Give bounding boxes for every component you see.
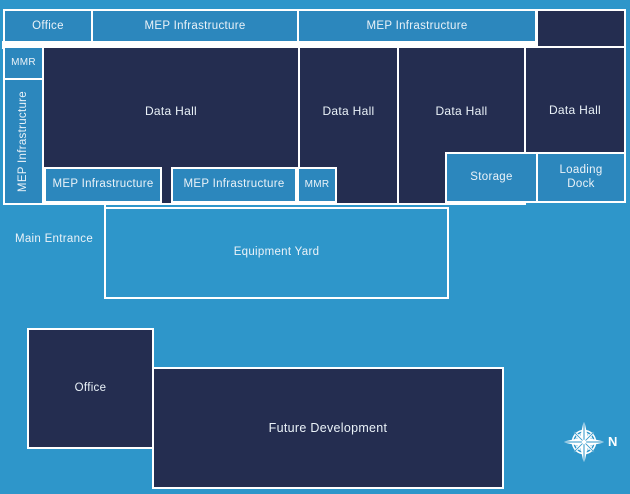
mep-infrastructure-top-left-label: MEP Infrastructure [144, 19, 246, 32]
equipment-yard-label: Equipment Yard [233, 246, 320, 259]
main-entrance-label: Main Entrance [14, 233, 94, 245]
office-top-label: Office [32, 19, 64, 32]
mmr-service-block: MMR [297, 167, 337, 203]
compass-north-label: N [608, 434, 618, 449]
future-development-label: Future Development [268, 420, 388, 435]
mep-infrastructure-service-b-label: MEP Infrastructure [183, 178, 285, 191]
mep-infrastructure-top-left-block: MEP Infrastructure [91, 9, 299, 44]
mep-infrastructure-top-right-label: MEP Infrastructure [366, 19, 468, 32]
loading-dock-label: Loading Dock [559, 164, 603, 190]
data-hall-4-label: Data Hall [548, 103, 602, 118]
future-development-block: Future Development [152, 367, 504, 489]
mmr-service-label: MMR [304, 179, 330, 191]
mep-infrastructure-service-a-block: MEP Infrastructure [44, 167, 162, 203]
data-hall-3-label: Data Hall [435, 103, 488, 118]
mep-infrastructure-left-block: MEP Infrastructure [3, 78, 44, 205]
mep-infrastructure-top-right-block: MEP Infrastructure [297, 9, 537, 44]
data-hall-2-label: Data Hall [322, 103, 375, 118]
separator-band [2, 41, 537, 49]
data-hall-1-label: Data Hall [144, 103, 198, 118]
data-hall-4-upper-block [536, 9, 626, 52]
data-hall-4-block: Data Hall [524, 46, 626, 156]
equipment-yard-outline: Equipment Yard [104, 207, 449, 299]
office-lower-block: Office [27, 328, 154, 449]
loading-dock-block: Loading Dock [536, 152, 626, 203]
office-top-block: Office [3, 9, 93, 44]
mep-infrastructure-service-b-block: MEP Infrastructure [171, 167, 297, 203]
mmr-left-block: MMR [3, 46, 44, 80]
storage-label: Storage [470, 170, 513, 183]
yard-connector-line [104, 202, 106, 209]
office-lower-label: Office [74, 381, 107, 394]
mep-infrastructure-service-a-label: MEP Infrastructure [52, 178, 154, 191]
mep-infrastructure-left-label: MEP Infrastructure [16, 90, 29, 193]
compass-rose-icon [561, 419, 607, 465]
storage-block: Storage [445, 152, 538, 203]
mmr-left-label: MMR [11, 57, 36, 69]
